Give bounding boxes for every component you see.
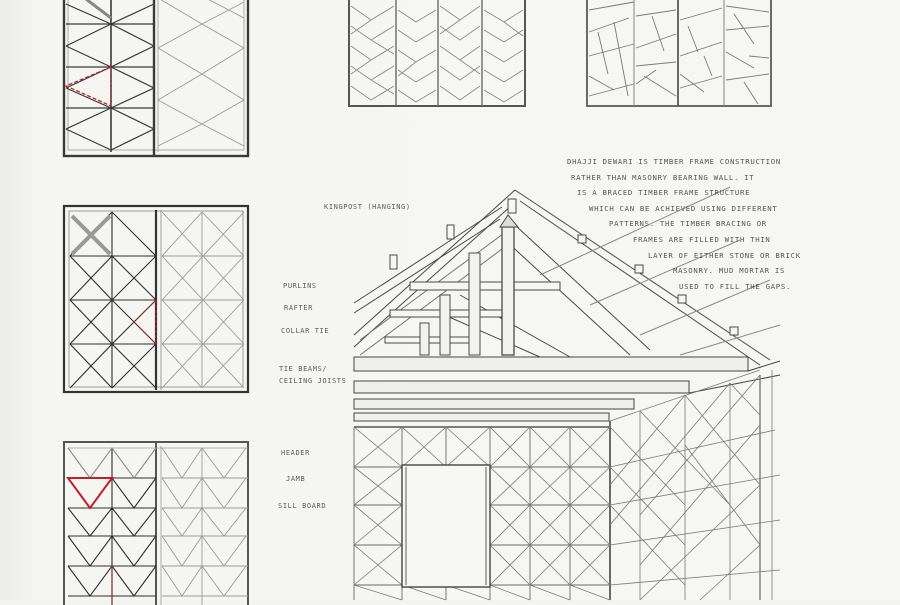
note-line: USED TO FILL THE GAPS. [679,281,792,291]
label-collar-tie: COLLAR TIE [281,327,330,335]
panel-triangle-bracing [63,441,249,605]
panel-diamond-bracing [62,0,250,158]
note-line: MASONRY. MUD MORTAR IS [673,266,786,276]
label-purlins: PURLINS [283,282,317,290]
label-jamb: JAMB [286,475,306,483]
note-line: IS A BRACED TIMBER FRAME STRUCTURE [577,188,751,198]
label-tie-beams: TIE BEAMS/ [279,365,328,373]
note-line: LAYER OF EITHER STONE OR BRICK [648,250,801,260]
panel-cross-bracing [62,204,250,394]
note-line: DHAJJI DEWARI IS TIMBER FRAME CONSTRUCTI… [567,157,781,166]
label-kingpost: KINGPOST (HANGING) [324,203,411,211]
label-sill-board: SILL BOARD [278,502,327,510]
panel-herringbone-bracing [348,0,526,107]
label-rafter: RAFTER [284,304,313,312]
note-line: PATTERNS. THE TIMBER BRACING OR [609,219,767,229]
note-line: FRAMES ARE FILLED WITH THIN [633,234,771,244]
house-frame-drawing [353,186,781,601]
note-line: WHICH CAN BE ACHIEVED USING DIFFERENT [589,203,778,213]
label-ceiling-joists: CEILING JOISTS [279,377,347,385]
panel-irregular-bracing [586,0,772,107]
description-note: DHAJJI DEWARI IS TIMBER FRAME CONSTRUCTI… [555,154,845,294]
window-opening [401,464,491,588]
label-header: HEADER [281,449,310,457]
note-line: RATHER THAN MASONRY BEARING WALL. IT [571,172,755,182]
